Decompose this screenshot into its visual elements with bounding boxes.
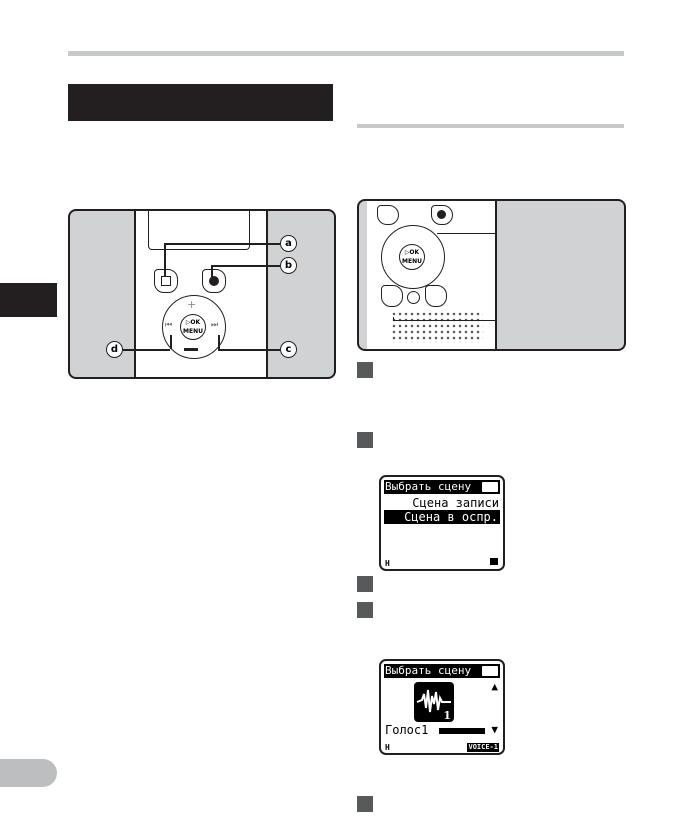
mic-sensitivity-indicator: H bbox=[385, 559, 390, 568]
waveform-icon bbox=[416, 689, 451, 713]
lcd-screen-voice: Выбрать сцену 1 ▲ Голос1 ▼ H VOICE-1 bbox=[379, 659, 505, 755]
step-3-marker bbox=[357, 576, 373, 592]
forward-icon: ⏭ bbox=[211, 320, 219, 329]
folder-button bbox=[381, 285, 403, 307]
page-number-tab bbox=[0, 759, 57, 787]
speaker-grille bbox=[391, 311, 483, 343]
section-header-bar bbox=[68, 84, 333, 121]
recorder-illustration-left: ▷OK MENU + ⏮ ⏭ a b c d bbox=[68, 209, 336, 379]
screen-title: Выбрать сцену bbox=[384, 664, 500, 678]
stop-button bbox=[377, 205, 399, 225]
callout-c: c bbox=[280, 341, 297, 358]
voice-badge: VOICE-1 bbox=[467, 743, 499, 752]
folder-icon bbox=[490, 558, 498, 565]
rec-button bbox=[431, 205, 453, 225]
dpad: ▷OK MENU + ⏮ ⏭ bbox=[162, 295, 226, 359]
voice-scene-icon: 1 bbox=[414, 682, 454, 722]
dpad: ▷OK MENU bbox=[381, 225, 445, 289]
rewind-icon: ⏮ bbox=[165, 320, 173, 329]
battery-icon bbox=[482, 482, 498, 492]
chapter-tab bbox=[0, 283, 57, 317]
scene-number: 1 bbox=[443, 709, 451, 722]
menu-label: MENU bbox=[183, 328, 203, 335]
display-window bbox=[148, 211, 250, 250]
rec-button bbox=[202, 269, 226, 293]
step-4-marker bbox=[357, 602, 373, 618]
callout-d: d bbox=[106, 341, 123, 358]
step-2-marker bbox=[357, 432, 373, 448]
step-1-marker bbox=[357, 362, 373, 378]
up-arrow-icon: ▲ bbox=[491, 680, 498, 693]
right-section-rule bbox=[357, 124, 624, 128]
stop-button bbox=[154, 269, 178, 293]
menu-label: MENU bbox=[402, 258, 422, 265]
screen-title: Выбрать сцену bbox=[384, 480, 500, 494]
callout-a: a bbox=[280, 235, 297, 252]
mic-sensitivity-indicator: H bbox=[385, 743, 390, 752]
down-arrow-icon: ▼ bbox=[491, 723, 498, 736]
scene-name: Голос1 bbox=[385, 723, 429, 737]
lcd-screen-scene-select: Выбрать сцену Сцена записи Сцена в оспр.… bbox=[379, 475, 505, 571]
small-button bbox=[407, 291, 420, 304]
step-5-marker bbox=[357, 796, 373, 812]
callout-b: b bbox=[280, 257, 297, 274]
menu-item-recording-scene: Сцена записи bbox=[412, 496, 499, 510]
plus-icon: + bbox=[187, 298, 197, 311]
erase-button bbox=[425, 285, 447, 307]
scene-bar bbox=[439, 728, 485, 734]
top-rule bbox=[68, 51, 624, 56]
minus-icon bbox=[184, 348, 198, 351]
battery-icon bbox=[482, 666, 498, 676]
ok-label: ▷OK bbox=[185, 319, 201, 326]
ok-label: ▷OK bbox=[404, 249, 420, 256]
menu-item-playback-scene: Сцена в оспр. bbox=[384, 510, 500, 524]
recorder-illustration-right: ▷OK MENU bbox=[357, 199, 626, 351]
